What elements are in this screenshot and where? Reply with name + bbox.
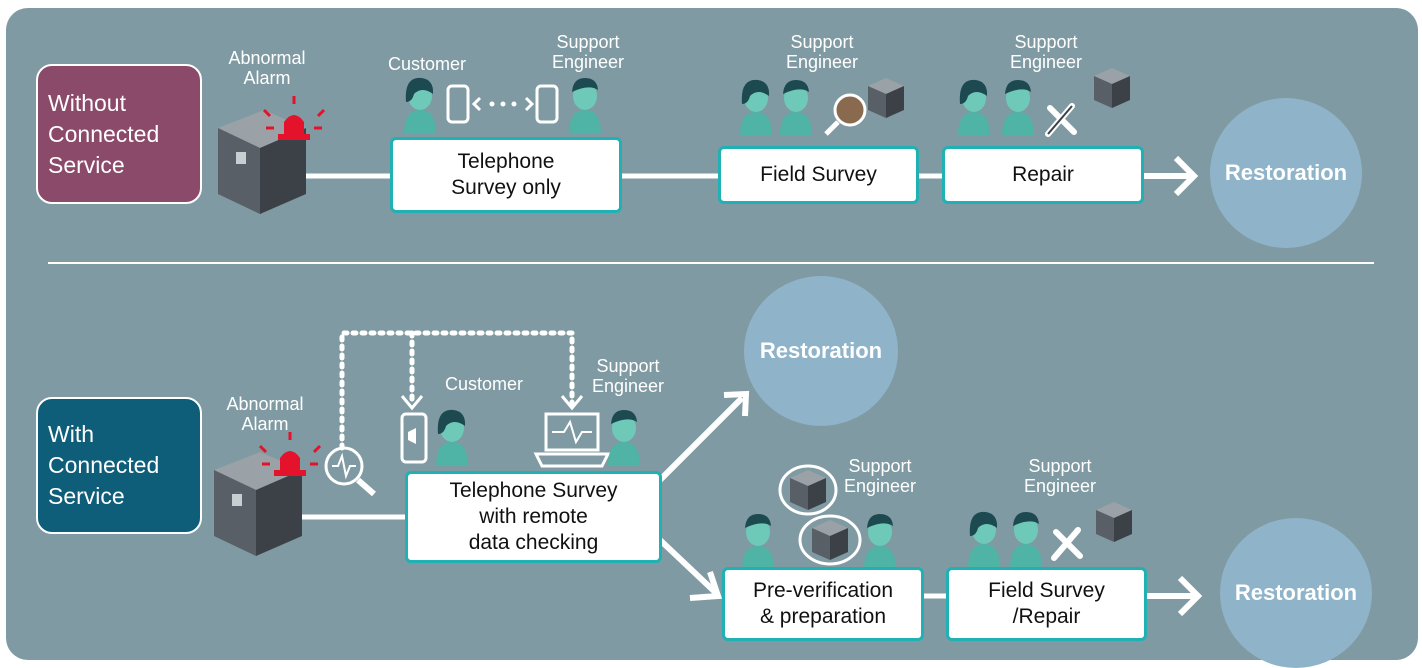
flow-line [657, 537, 718, 595]
person-icon [742, 514, 774, 570]
restoration-circle: Restoration [1220, 518, 1372, 668]
restoration-circle: Restoration [1210, 98, 1362, 248]
machine-icon [868, 78, 904, 118]
arrow-icon [723, 390, 750, 417]
with-service-label: With Connected Service [36, 397, 202, 534]
alarm-label: Abnormal Alarm [228, 48, 306, 88]
step-repair: Repair [942, 146, 1144, 204]
support-engineer-label: Support Engineer [1023, 456, 1097, 496]
magnifier-icon [324, 446, 376, 497]
step-telephone-survey: Telephone Survey only [390, 137, 622, 213]
arrow-icon [1177, 575, 1203, 617]
machine-icon [1096, 502, 1132, 542]
person-icon [608, 410, 640, 466]
arrow-icon [400, 395, 424, 411]
person-icon [1002, 80, 1034, 136]
machine-icon [790, 470, 826, 510]
step-telephone-remote: Telephone Survey with remote data checki… [405, 471, 662, 563]
step-pre-verification: Pre-verification & preparation [722, 567, 924, 641]
restoration-circle: Restoration [744, 276, 898, 426]
alarm-icon [262, 96, 326, 140]
machine-icon [812, 520, 848, 560]
laptop-icon [533, 412, 611, 468]
speech-bubble-icon [778, 464, 862, 566]
support-engineer-label: Support Engineer [551, 32, 625, 72]
alarm-label: Abnormal Alarm [226, 394, 304, 434]
without-service-label: Without Connected Service [36, 64, 202, 204]
phone-icon [400, 412, 428, 464]
step-field-survey: Field Survey [718, 146, 919, 204]
step-field-survey-repair: Field Survey /Repair [946, 567, 1147, 641]
tools-icon [1051, 527, 1083, 561]
tools-icon [1045, 103, 1077, 137]
section-divider [48, 262, 1374, 264]
person-icon [436, 409, 468, 466]
person-icon [404, 77, 436, 134]
person-icon [740, 79, 772, 136]
arrow-icon [689, 571, 723, 601]
support-engineer-label: Support Engineer [843, 456, 917, 496]
person-icon [968, 511, 1000, 568]
background-panel [6, 8, 1418, 660]
arrow-icon [560, 395, 584, 411]
alarm-icon [258, 432, 322, 476]
support-engineer-label: Support Engineer [785, 32, 859, 72]
support-engineer-label: Support Engineer [591, 356, 665, 396]
phone-icon [446, 84, 559, 124]
remote-data-path [339, 330, 575, 451]
person-icon [958, 79, 990, 136]
person-icon [569, 78, 601, 134]
person-icon [780, 80, 812, 136]
machine-icon [1094, 68, 1130, 108]
person-icon [864, 514, 896, 570]
customer-label: Customer [387, 54, 467, 74]
magnifier-icon [824, 93, 867, 136]
arrow-icon [1173, 155, 1199, 197]
person-icon [1010, 512, 1042, 568]
flow-line [657, 395, 745, 483]
customer-label: Customer [444, 374, 524, 394]
support-engineer-label: Support Engineer [1009, 32, 1083, 72]
